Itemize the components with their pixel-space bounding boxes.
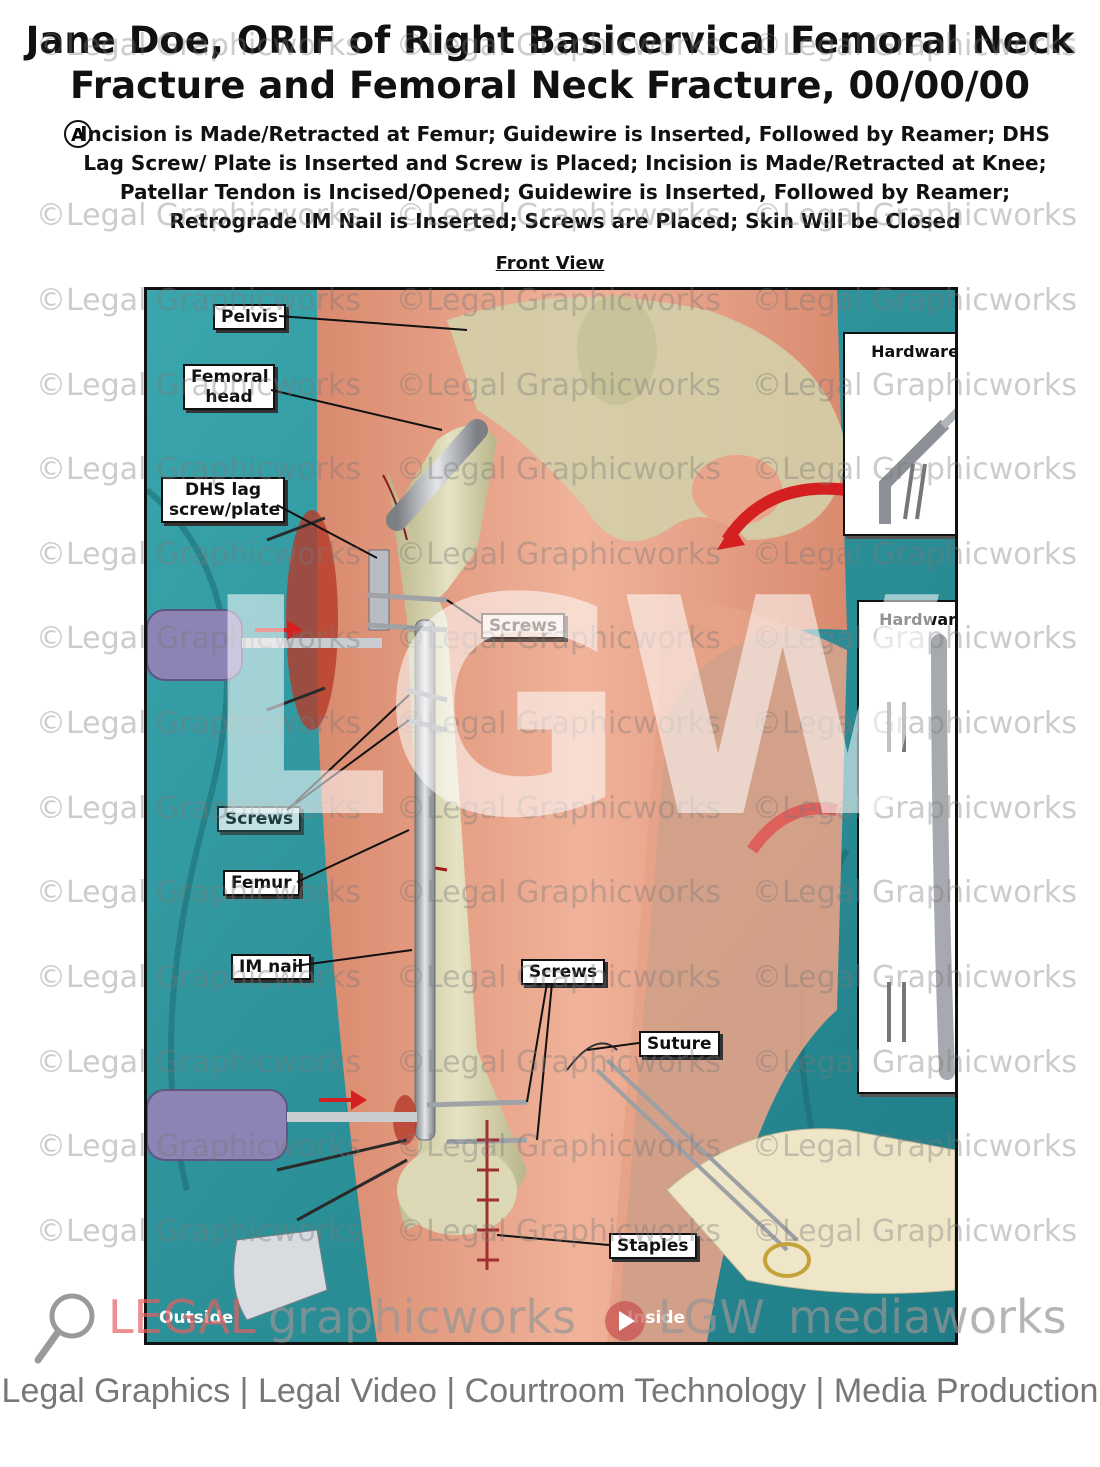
label-screws-upper: Screws xyxy=(481,613,566,639)
label-screws-middle: Screws xyxy=(217,806,302,832)
hardware-box-im-nail-title: Hardware xyxy=(879,610,957,629)
title-line-1: Jane Doe, ORIF of Right Basicervical Fem… xyxy=(25,19,1075,62)
label-dhs-lag-screw-plate: DHS lag screw/plate xyxy=(161,477,285,523)
label-suture: Suture xyxy=(639,1031,720,1057)
surgical-illustration: Pelvis Femoral head DHS lag screw/plate … xyxy=(144,287,958,1345)
play-icon xyxy=(605,1301,645,1341)
hardware-box-dhs: Hardware xyxy=(843,332,958,536)
label-femoral-head: Femoral head xyxy=(183,364,275,410)
im-nail-hardware-icon xyxy=(887,634,955,1080)
hardware-box-im-nail: Hardware xyxy=(857,600,957,1094)
magnifier-icon xyxy=(34,1293,95,1364)
title-line-2: Fracture and Femoral Neck Fracture, 00/0… xyxy=(70,64,1030,107)
view-label: Front View xyxy=(495,253,605,274)
label-im-nail: IM nail xyxy=(231,954,312,980)
procedure-description: Incision is Made/Retracted at Femur; Gui… xyxy=(80,122,1050,233)
dhs-hardware-icon xyxy=(879,408,955,524)
label-screws-lower: Screws xyxy=(521,959,606,985)
illustration-artwork xyxy=(147,290,955,1342)
label-pelvis: Pelvis xyxy=(213,304,286,330)
page-title: Jane Doe, ORIF of Right Basicervical Fem… xyxy=(0,18,1100,108)
hardware-box-dhs-title: Hardware xyxy=(871,342,958,361)
label-femur: Femur xyxy=(223,870,300,896)
label-outside: Outside xyxy=(159,1308,234,1328)
section-marker: A xyxy=(64,120,92,148)
footer-tagline: Legal Graphics | Legal Video | Courtroom… xyxy=(1,1372,1099,1410)
label-staples: Staples xyxy=(609,1233,697,1259)
